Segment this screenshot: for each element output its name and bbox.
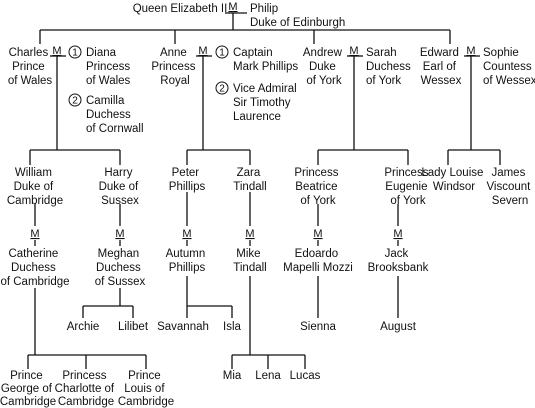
person-charlotte: Princess Charlotte of Cambridge [55, 370, 118, 408]
person-mark-phillips: Captain Mark Phillips [233, 47, 298, 73]
marriage-marker-andrew: M [349, 45, 358, 57]
spouse-number-badge [215, 81, 229, 95]
person-meghan: Meghan Duchess of Sussex [95, 248, 146, 288]
person-sarah: Sarah Duchess of York [366, 47, 414, 87]
spouse-number-badge [68, 93, 82, 107]
person-edward: Edward Earl of Wessex [420, 47, 462, 87]
person-camilla: Camilla Duchess of Cornwall [86, 95, 144, 135]
marriage-marker-peter: M [182, 228, 191, 240]
person-james: James Viscount Severn [486, 167, 533, 207]
person-autumn: Autumn Phillips [166, 248, 209, 274]
person-eugenie: Princess Eugenie of York [384, 167, 431, 207]
person-jack: Jack Brooksbank [368, 248, 429, 274]
spouse-number-badge [68, 45, 82, 59]
spouse-number-diana: 1 [72, 48, 78, 59]
person-edoardo: Edoardo Mapelli Mozzi [283, 248, 353, 274]
person-louis: Prince Louis of Cambridge [118, 370, 174, 408]
connector-lines [27, 12, 501, 369]
marriage-marker-eugenie: M [393, 228, 402, 240]
marriage-marker-charles: M [52, 45, 61, 57]
person-mia: Mia [223, 370, 242, 382]
marriage-marker-edward: M [466, 45, 475, 57]
person-anne: Anne Princess Royal [151, 47, 198, 87]
person-george: Prince George of Cambridge [0, 370, 56, 408]
person-isla: Isla [223, 321, 242, 333]
person-diana: Diana Princess of Wales [86, 47, 133, 87]
person-catherine: Catherine Duchess of Cambridge [0, 248, 69, 288]
person-andrew: Andrew Duke of York [303, 47, 345, 87]
marriage-marker-william: M [30, 228, 39, 240]
spouse-number-timothy: 2 [219, 84, 225, 95]
marriage-marker-zara: M [245, 228, 254, 240]
person-timothy-laurence: Vice Admiral Sir Timothy Laurence [233, 83, 300, 123]
person-archie: Archie [67, 321, 100, 333]
person-lena: Lena [255, 370, 281, 382]
person-harry: Harry Duke of Sussex [99, 167, 142, 207]
person-lilibet: Lilibet [118, 321, 149, 333]
person-sienna: Sienna [300, 321, 336, 333]
person-beatrice: Princess Beatrice of York [294, 167, 341, 207]
person-savannah: Savannah [157, 321, 209, 333]
spouse-number-mark: 1 [219, 48, 225, 59]
person-lucas: Lucas [290, 370, 321, 382]
person-zara: Zara Tindall [233, 167, 266, 193]
person-mike: Mike Tindall [233, 248, 266, 274]
person-elizabeth: Queen Elizabeth II [133, 3, 228, 15]
marriage-marker-harry: M [115, 228, 124, 240]
spouse-number-badge [215, 45, 229, 59]
person-sophie: Sophie Countess of Wessex [483, 47, 535, 87]
person-charles: Charles Prince of Wales [8, 47, 53, 87]
spouse-number-camilla: 2 [72, 96, 78, 107]
person-william: William Duke of Cambridge [7, 167, 63, 207]
marriage-marker-root: M [228, 1, 237, 13]
person-louise: Lady Louise Windsor [421, 167, 486, 193]
marriage-marker-beatrice: M [313, 228, 322, 240]
person-philip: Philip Duke of Edinburgh [250, 3, 345, 29]
marriage-marker-anne: M [198, 45, 207, 57]
person-peter: Peter Phillips [169, 167, 206, 193]
person-august: August [380, 321, 417, 333]
